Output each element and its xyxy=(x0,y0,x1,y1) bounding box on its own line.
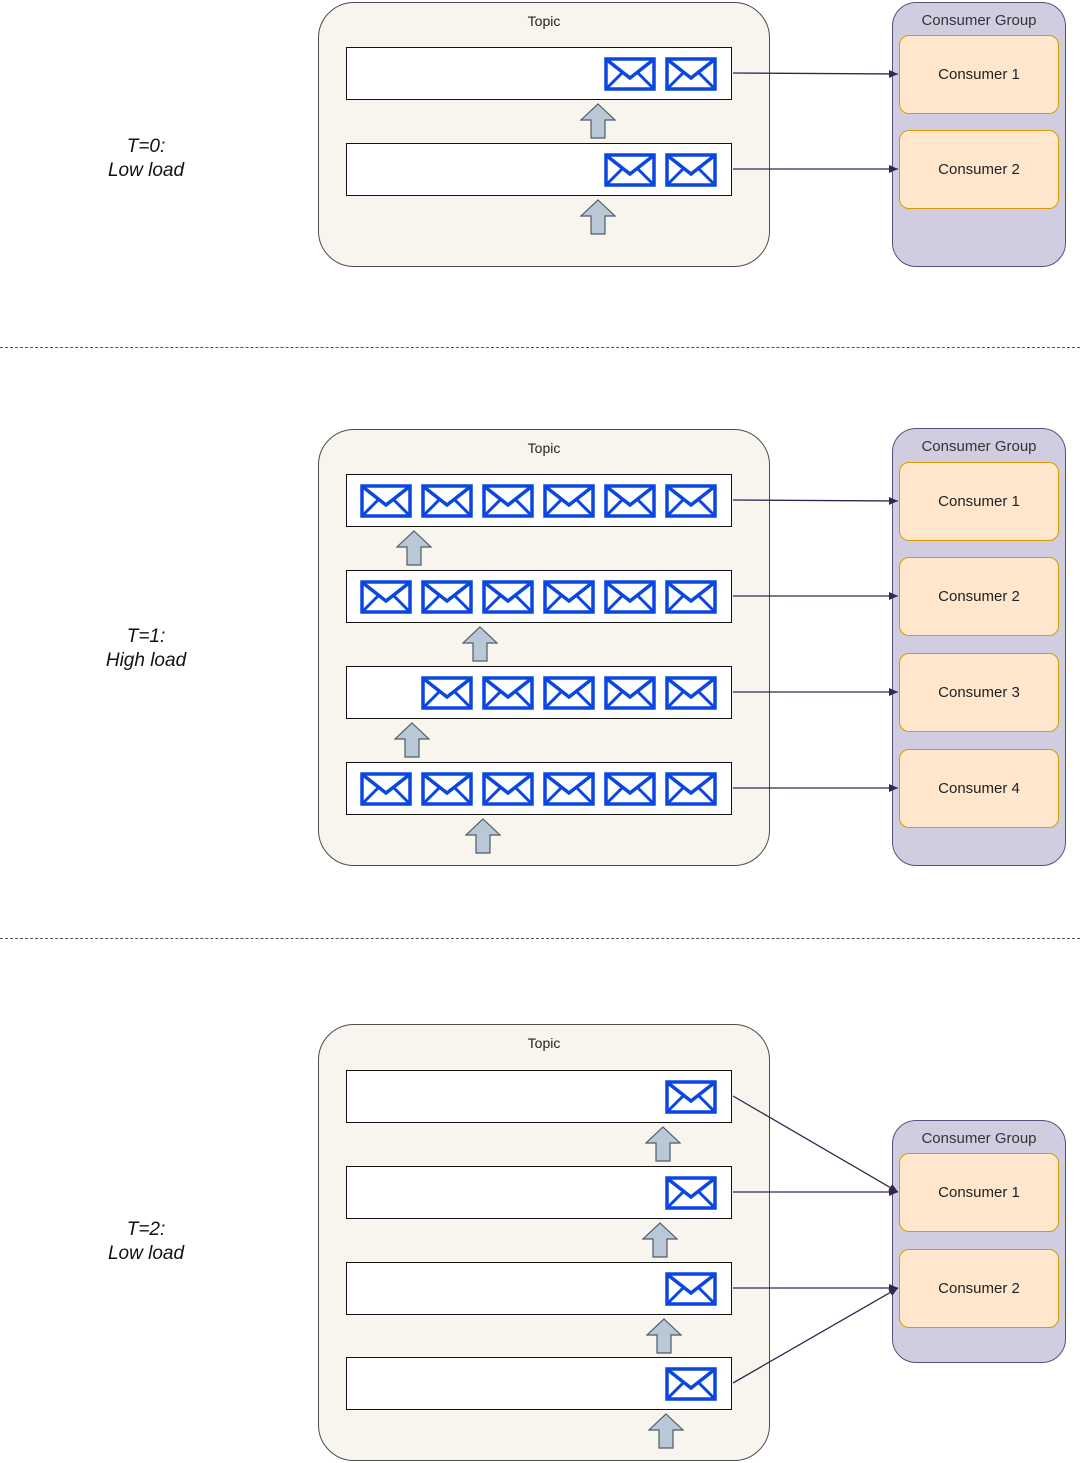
time-label: T=1: High load xyxy=(56,625,236,673)
consumer-group-title: Consumer Group xyxy=(921,12,1037,29)
partition xyxy=(346,1166,732,1219)
time-label-load: Low load xyxy=(107,1243,185,1264)
partition xyxy=(346,474,732,527)
envelope-icon xyxy=(665,1176,717,1210)
envelope-icon xyxy=(665,1272,717,1306)
envelope-icon xyxy=(604,484,656,518)
up-arrow-icon xyxy=(645,1126,681,1162)
envelope-icon xyxy=(665,1080,717,1114)
time-label-step: T=1: xyxy=(126,626,166,647)
envelope-icon xyxy=(665,772,717,806)
envelope-icon xyxy=(421,772,473,806)
time-label-load: Low load xyxy=(107,160,185,181)
consumer-label: Consumer 1 xyxy=(938,493,1020,510)
envelope-icon xyxy=(665,484,717,518)
consumer-group-title: Consumer Group xyxy=(921,1130,1037,1147)
scenario-divider xyxy=(0,938,1080,939)
envelope-icon xyxy=(543,580,595,614)
envelope-icon xyxy=(482,772,534,806)
envelope-icon xyxy=(421,484,473,518)
consumer-box: Consumer 3 xyxy=(899,653,1059,732)
topic-title: Topic xyxy=(527,13,561,29)
partition xyxy=(346,47,732,100)
up-arrow-icon xyxy=(642,1222,678,1258)
topic-title: Topic xyxy=(527,1035,561,1051)
envelope-icon xyxy=(360,772,412,806)
topic-title: Topic xyxy=(527,440,561,456)
consumer-group-title: Consumer Group xyxy=(921,438,1037,455)
time-label-step: T=0: xyxy=(126,136,166,157)
partition xyxy=(346,570,732,623)
partition xyxy=(346,1262,732,1315)
consumer-box: Consumer 4 xyxy=(899,749,1059,828)
envelope-icon xyxy=(604,57,656,91)
time-label: T=2: Low load xyxy=(56,1218,236,1266)
envelope-icon xyxy=(665,676,717,710)
partition xyxy=(346,762,732,815)
partition xyxy=(346,1357,732,1410)
envelope-icon xyxy=(360,580,412,614)
consumer-box: Consumer 1 xyxy=(899,462,1059,541)
consumer-label: Consumer 3 xyxy=(938,684,1020,701)
consumer-box: Consumer 2 xyxy=(899,557,1059,636)
partition xyxy=(346,1070,732,1123)
envelope-icon xyxy=(604,772,656,806)
envelope-icon xyxy=(665,580,717,614)
envelope-icon xyxy=(604,676,656,710)
up-arrow-icon xyxy=(580,103,616,139)
consumer-box: Consumer 2 xyxy=(899,1249,1059,1328)
consumer-label: Consumer 1 xyxy=(938,66,1020,83)
consumer-label: Consumer 4 xyxy=(938,780,1020,797)
consumer-box: Consumer 1 xyxy=(899,35,1059,114)
time-label: T=0: Low load xyxy=(56,135,236,183)
envelope-icon xyxy=(482,484,534,518)
envelope-icon xyxy=(360,484,412,518)
envelope-icon xyxy=(482,580,534,614)
consumer-label: Consumer 2 xyxy=(938,1280,1020,1297)
envelope-icon xyxy=(421,676,473,710)
partition xyxy=(346,143,732,196)
envelope-icon xyxy=(604,153,656,187)
envelope-icon xyxy=(604,580,656,614)
up-arrow-icon xyxy=(648,1413,684,1449)
envelope-icon xyxy=(421,580,473,614)
consumer-label: Consumer 2 xyxy=(938,588,1020,605)
up-arrow-icon xyxy=(462,626,498,662)
consumer-label: Consumer 2 xyxy=(938,161,1020,178)
envelope-icon xyxy=(665,57,717,91)
time-label-step: T=2: xyxy=(126,1219,166,1240)
envelope-icon xyxy=(543,676,595,710)
consumer-box: Consumer 2 xyxy=(899,130,1059,209)
up-arrow-icon xyxy=(396,530,432,566)
envelope-icon xyxy=(543,772,595,806)
envelope-icon xyxy=(482,676,534,710)
envelope-icon xyxy=(665,153,717,187)
up-arrow-icon xyxy=(580,199,616,235)
up-arrow-icon xyxy=(394,722,430,758)
up-arrow-icon xyxy=(646,1318,682,1354)
topic-box: Topic xyxy=(318,2,770,267)
envelope-icon xyxy=(665,1367,717,1401)
up-arrow-icon xyxy=(465,818,501,854)
partition xyxy=(346,666,732,719)
time-label-load: High load xyxy=(105,650,187,671)
scenario-divider xyxy=(0,347,1080,348)
envelope-icon xyxy=(543,484,595,518)
consumer-label: Consumer 1 xyxy=(938,1184,1020,1201)
consumer-box: Consumer 1 xyxy=(899,1153,1059,1232)
